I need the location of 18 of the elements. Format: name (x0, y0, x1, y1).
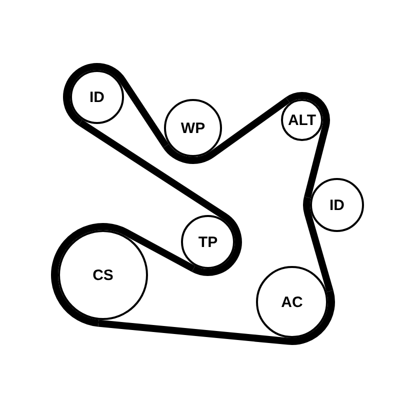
pulley-label: ID (330, 198, 344, 212)
belt (63, 63, 169, 148)
pulley-label: AC (281, 294, 303, 310)
pulley (58, 230, 148, 320)
pulley (164, 99, 222, 157)
belt (78, 120, 242, 276)
pulley-label: CS (92, 268, 114, 282)
pulley (256, 266, 328, 338)
belt (163, 97, 290, 164)
belt (51, 223, 196, 327)
pulley (310, 178, 364, 232)
pulley-label: ALT (288, 112, 316, 128)
belt (286, 92, 330, 198)
belt (303, 196, 334, 292)
belt (98, 290, 335, 345)
pulley-label: WP (180, 120, 206, 136)
pulley-label: TP (198, 234, 218, 250)
pulley-label: ID (90, 90, 104, 104)
